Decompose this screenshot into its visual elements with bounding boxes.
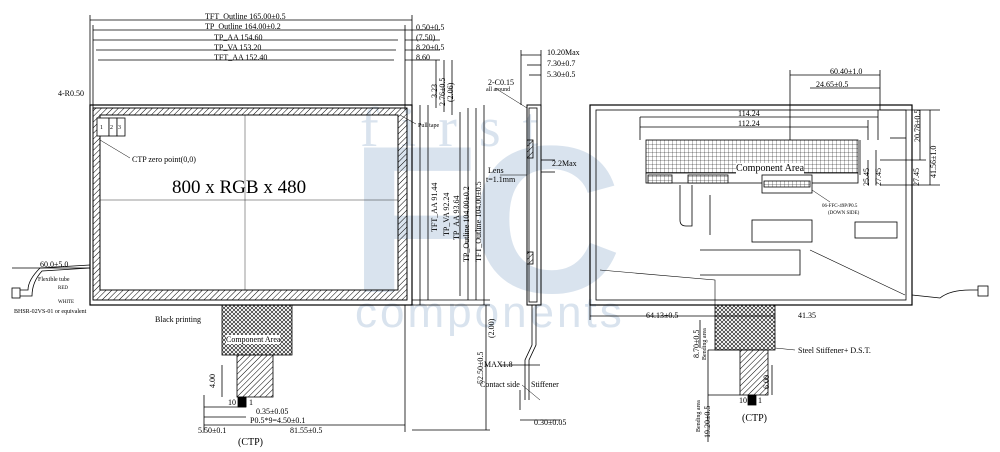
contact-side-label: Contact side [480,380,520,389]
pin-label-3: 3 [118,125,121,131]
bending-area-1: Bending area [702,328,708,360]
tp-va-height: TP_VA 92.24 [442,192,451,236]
pull-tape-label: Pull tape [418,123,440,129]
all-around-label: all around [486,87,511,93]
back-4135: 41.35 [798,311,816,320]
back-6040: 60.40±1.0 [830,67,863,76]
front-pin-1: 1 [249,398,253,407]
dim-050: 0.50±0.5 [416,23,445,32]
back-6413: 64.13±0.5 [646,311,679,320]
back-2745a: 27.45 [874,168,883,186]
dim-035: 0.35±0.05 [256,407,289,416]
dim-550: 5.50±0.1 [198,426,227,435]
dim-pitch: P0.5*9=4.50±0.1 [250,416,306,425]
steel-stiffener-label: Steel Stiffener+ D.S.T. [798,346,871,355]
front-pin-10: 10 [228,398,236,407]
dim-820: 8.20±0.5 [416,43,445,52]
dim-860: 8.60 [416,53,430,62]
ctp-zero-point-label: CTP zero point(0,0) [132,155,196,164]
tft-outline-height: TFT_Outline 104.00±0.5 [474,181,483,262]
pin-label-1: 1 [100,125,103,131]
front-ctp-label: (CTP) [238,437,263,448]
back-600: 6.00 [762,375,771,389]
tft-outline-width: TFT_Outline 165.00±0.5 [205,12,286,21]
back-2078: 20.78±0.5 [913,109,922,142]
tp-outline-width: TP_Outline 164.00±0.2 [205,22,281,31]
dim-750: (7.50) [416,33,436,42]
tp-aa-height: TP_AA 93.64 [452,195,461,240]
corner-radius-label: 4-R0.50 [58,89,84,98]
side-530: 5.30±0.5 [547,70,576,79]
front-component-area: Component Area [226,335,281,344]
side-730: 7.30±0.7 [547,59,576,68]
lens-thickness: t=1.1mm [486,175,516,184]
cable-length: 60.0±5.0 [40,260,69,269]
flexible-tube-label: Flexible tube [38,277,70,283]
wire-red-label: RED [58,286,68,291]
tft-aa-height: TFT_AA 91.44 [430,182,439,232]
back-component-area: Component Area [736,163,805,174]
back-870: 8.70±0.5 [692,329,701,358]
fpc-part-label: 06-FFC-49P/P0.5 [822,204,858,209]
dim-8155: 81.55±0.5 [290,426,323,435]
resolution-label: 800 x RGB x 480 [172,177,307,198]
back-2465: 24.65±0.5 [816,80,849,89]
side-1020: 10.20Max [547,48,580,57]
tp-aa-width: TP_AA 154.60 [214,33,263,42]
dim-206: (2.06) [446,82,455,102]
back-2545: 25.45 [862,168,871,186]
back-pin-1: 1 [758,396,762,405]
pin-label-2: 2 [110,125,113,131]
tp-outline-height: TP_Outline 104.00±0.2 [462,186,471,262]
stiffener-label: Stiffener [531,380,559,389]
black-printing-label: Black printing [155,315,201,324]
wire-white-label: WHITE [58,300,75,305]
tft-aa-width: TFT_AA 152.40 [214,53,268,62]
chamfer-label: 2-C0.15 [488,78,514,87]
back-11224: 112.24 [738,119,760,128]
max18-label: MAX1.8 [484,360,513,369]
back-1920: 19.20±0.5 [703,405,712,438]
connector-label: BHSR-02VS-01 or equivalent [14,309,87,315]
back-2745b: 27.45 [912,168,921,186]
lens-label: Lens [488,166,504,175]
down-side-label: (DOWN SIDE) [828,211,860,216]
dim-200: (2.00) [487,318,496,338]
back-pin-10: 10 [739,396,747,405]
back-4156: 41.56±1.0 [929,145,938,178]
side-030: 0.30±0.05 [534,418,567,427]
tp-va-width: TP_VA 153.20 [214,43,262,52]
back-ctp-label: (CTP) [742,413,767,424]
dim-400: 4.00 [208,374,217,388]
max22-label: 2.2Max [552,159,577,168]
back-11424: 114.24 [738,109,760,118]
